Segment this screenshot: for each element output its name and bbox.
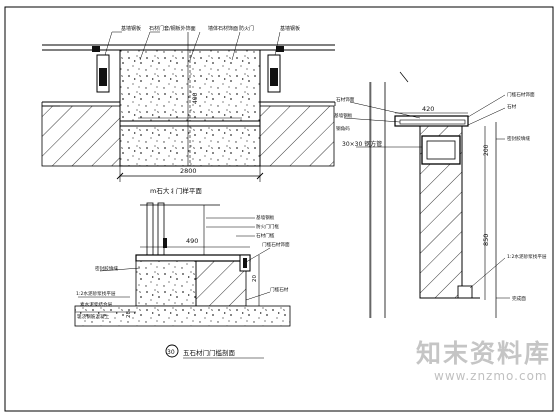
detail-dim-side: 200: [483, 144, 490, 156]
section-dim-height: 20: [252, 275, 258, 282]
detail-label-l2: 基墙钢板: [334, 112, 353, 119]
plan-label-4: 防火门: [239, 25, 254, 32]
drawing-border: [4, 6, 554, 412]
section-number: 30: [167, 349, 175, 356]
section-concrete: [135, 260, 197, 307]
detail-label-l3: 钢角码: [336, 125, 350, 132]
section-label-r5: 门槛石材: [270, 286, 289, 293]
detail-label-r1: 门槛石材饰面: [507, 91, 535, 98]
detail-dim-tall: 850: [482, 234, 490, 246]
section-threshold-stone: [135, 254, 251, 262]
section-dim-side: 28: [126, 311, 132, 318]
detail-dim-top: 420: [422, 105, 434, 113]
section-view: 490 20 28 基墙钢板 防火门门框 石材门槛 门槛石材饰面 门槛石材 密封…: [74, 202, 291, 359]
section-title: 五石材门门槛剖面: [183, 348, 236, 357]
watermark-text: 知末资料库: [416, 339, 552, 368]
detail-label-r2: 石材: [507, 103, 517, 110]
section-label-l2: 1:2水泥砂浆找平层: [76, 290, 116, 297]
plan-view: 490 基墙钢板 石材门套/钢板外饰面 墙体石材饰面 防火门 基墙钢板 2800…: [41, 25, 336, 195]
section-label-r3: 石材门槛: [256, 232, 275, 239]
detail-label-r4: 1:2水泥砂浆找平层: [507, 253, 547, 260]
section-slab: [74, 305, 291, 327]
section-label-r2: 防火门门框: [256, 223, 279, 230]
plan-dim-height: 490: [192, 92, 199, 104]
plan-label-2: 石材门套/钢板外饰面: [149, 25, 196, 32]
section-label-r1: 基墙钢板: [256, 214, 275, 221]
section-number-circle: [165, 344, 179, 358]
plan-label-3: 墙体石材饰面: [208, 25, 238, 32]
plan-label-1: 基墙钢板: [121, 25, 141, 32]
detail-view: 420 200 850 石材饰面 基墙钢板 钢角码 30×30 钢方管 门槛石材…: [334, 71, 547, 318]
section-dim-width: 490: [186, 237, 198, 245]
section-label-r4: 门槛石材饰面: [262, 241, 290, 248]
detail-label-l1: 石材饰面: [336, 96, 355, 103]
detail-label-r3: 密封胶填缝: [507, 135, 530, 142]
plan-label-5: 基墙钢板: [280, 25, 300, 32]
detail-tube-label: 30×30 钢方管: [342, 140, 382, 148]
section-label-l1: 密封胶填缝: [95, 265, 118, 272]
detail-label-r5: 完成面: [512, 295, 526, 302]
plan-dim-width: 2800: [180, 167, 197, 175]
detail-head-plate: [394, 115, 469, 127]
section-label-floor: 现浇钢筋混凝土: [77, 313, 110, 320]
watermark-url: www.znzmo.com: [434, 369, 548, 383]
plan-title: m石大丬门样平面: [150, 186, 202, 195]
section-label-l3: 素水泥浆结合层: [80, 301, 113, 308]
